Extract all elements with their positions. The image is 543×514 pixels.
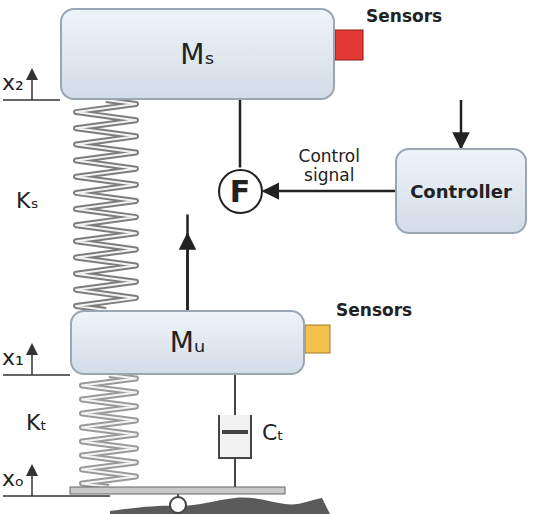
- connector: [239, 100, 242, 168]
- displacement-label: x₁: [2, 345, 24, 370]
- displacement-refs: [3, 74, 110, 496]
- actuator-circle: F: [217, 168, 264, 215]
- spring-coil: [82, 375, 136, 487]
- connector: [264, 190, 396, 193]
- displacement-label: x₂: [2, 70, 24, 95]
- connector: [186, 234, 189, 310]
- damper-label: Cₜ: [262, 420, 284, 445]
- tyre-plate: [70, 487, 285, 494]
- edge-label: Control signal: [279, 147, 379, 186]
- sensor-label: Sensors: [366, 6, 442, 26]
- road-surface: [110, 498, 330, 514]
- node-text: F: [230, 174, 251, 209]
- node-text: Mᵤ: [170, 326, 206, 359]
- sensor-bottom: [305, 325, 330, 353]
- node-text: Mₛ: [180, 38, 215, 71]
- displacement-label: xₒ: [2, 466, 24, 491]
- damper-symbol: [219, 375, 251, 489]
- spring-coil: [76, 100, 136, 310]
- spring-label: Kₛ: [16, 188, 39, 213]
- sensor-top: [335, 30, 363, 60]
- spring-coil: [82, 375, 136, 487]
- connector: [186, 215, 189, 311]
- sensor-label: Sensors: [336, 300, 412, 320]
- spring-coil: [76, 100, 136, 310]
- wheel: [170, 497, 186, 513]
- spring-label: Kₜ: [26, 410, 47, 435]
- node-text: Controller: [410, 181, 512, 202]
- spring-coils: [76, 100, 136, 487]
- connector: [460, 100, 463, 148]
- sprung-mass-box: Mₛ: [60, 8, 335, 100]
- unsprung-mass-box: Mᵤ: [70, 310, 305, 375]
- controller-box: Controller: [395, 148, 527, 234]
